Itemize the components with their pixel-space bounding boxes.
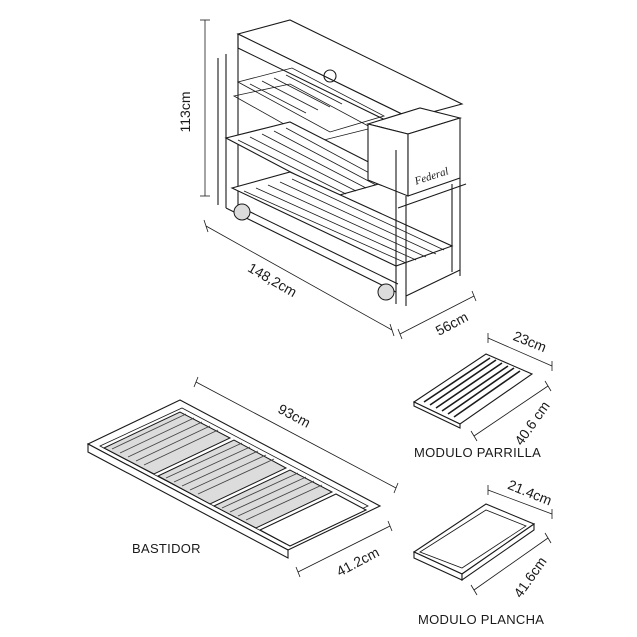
depth-dimension-line	[397, 290, 477, 340]
bastidor-grate-2	[156, 439, 288, 505]
modulo-plancha: 21.4cm 41.6cm MODULO PLANCHA	[412, 476, 555, 627]
wheel-right	[377, 283, 395, 301]
parrilla-length-dim-line	[470, 380, 552, 442]
bastidor-depth-dim-line	[295, 520, 393, 578]
bastidor-label: BASTIDOR	[132, 541, 201, 556]
length-dimension-line	[203, 219, 395, 337]
height-dim-label: 113cm	[177, 92, 193, 133]
parrilla-width-label: 23cm	[511, 328, 549, 356]
plancha-label: MODULO PLANCHA	[418, 612, 544, 627]
parrilla-length-label: 40.6 cm	[511, 398, 553, 448]
bastidor-grate-1	[102, 411, 232, 475]
plancha-width-label: 21.4cm	[506, 476, 555, 508]
upper-rack-bars	[249, 74, 343, 114]
modulo-parrilla: 23cm 40.6 cm MODULO PARRILLA	[412, 328, 553, 460]
bastidor-depth-label: 41.2cm	[334, 544, 382, 580]
parrilla-grate-bars	[423, 357, 521, 418]
bastidor-length-label: 93cm	[275, 400, 313, 430]
lower-shelf-slats	[243, 178, 445, 264]
wheel-left	[233, 203, 251, 221]
parrilla-width-dim-line	[487, 333, 553, 371]
depth-dim-label: 56cm	[433, 308, 471, 338]
bastidor-plancha	[258, 493, 368, 547]
bastidor: 93cm 41.2cm BASTIDOR	[86, 376, 399, 580]
parrilla-label: MODULO PARRILLA	[414, 445, 541, 460]
plancha-width-dim-line	[487, 485, 553, 519]
bastidor-length-dim-line	[193, 376, 399, 494]
height-dimension-line	[200, 19, 210, 197]
plancha-length-dim-line	[470, 532, 552, 596]
length-dim-label: 148,2cm	[245, 259, 300, 300]
bastidor-grate-lines	[111, 413, 323, 521]
grill-cart: 113cm	[177, 19, 477, 340]
